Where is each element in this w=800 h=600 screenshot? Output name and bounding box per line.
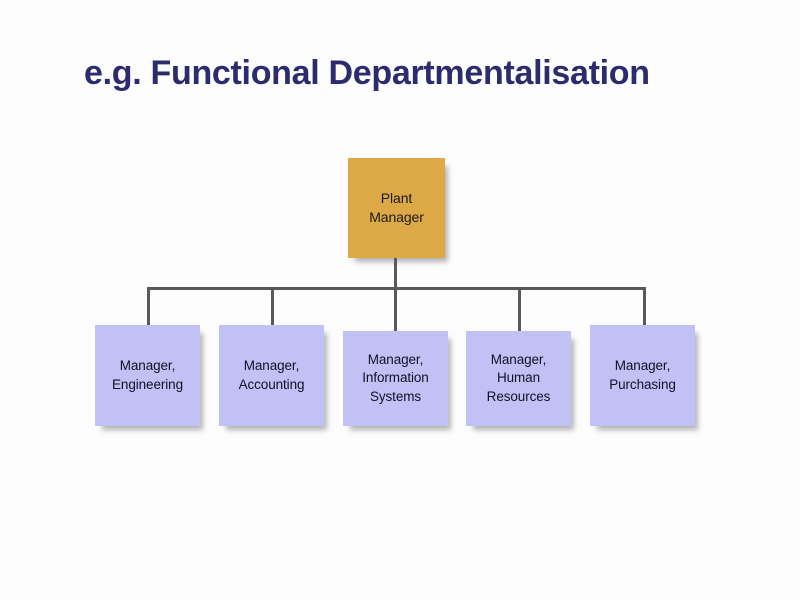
- org-node-plant-manager[interactable]: Plant Manager: [348, 158, 445, 258]
- org-node-manager-human-resources[interactable]: Manager, Human Resources: [466, 331, 571, 426]
- connector-drop-engineering: [147, 287, 150, 326]
- connector-drop-human-resources: [518, 287, 521, 331]
- org-node-manager-purchasing[interactable]: Manager, Purchasing: [590, 325, 695, 426]
- connector-drop-accounting: [271, 287, 274, 326]
- org-node-label: Manager, Purchasing: [609, 358, 676, 392]
- org-node-manager-information-systems[interactable]: Manager, Information Systems: [343, 331, 448, 426]
- org-node-label: Manager, Human Resources: [486, 352, 551, 404]
- connector-drop-information-systems: [394, 287, 397, 331]
- org-node-manager-engineering[interactable]: Manager, Engineering: [95, 325, 200, 426]
- connector-root-stem: [394, 258, 397, 289]
- org-node-label: Manager, Information Systems: [362, 352, 429, 404]
- org-node-label: Manager, Accounting: [238, 358, 305, 392]
- org-node-label: Manager, Engineering: [112, 358, 183, 392]
- org-node-manager-accounting[interactable]: Manager, Accounting: [219, 325, 324, 426]
- connector-drop-purchasing: [643, 287, 646, 326]
- page-title: e.g. Functional Departmentalisation: [84, 54, 650, 92]
- org-node-label: Plant Manager: [369, 190, 424, 225]
